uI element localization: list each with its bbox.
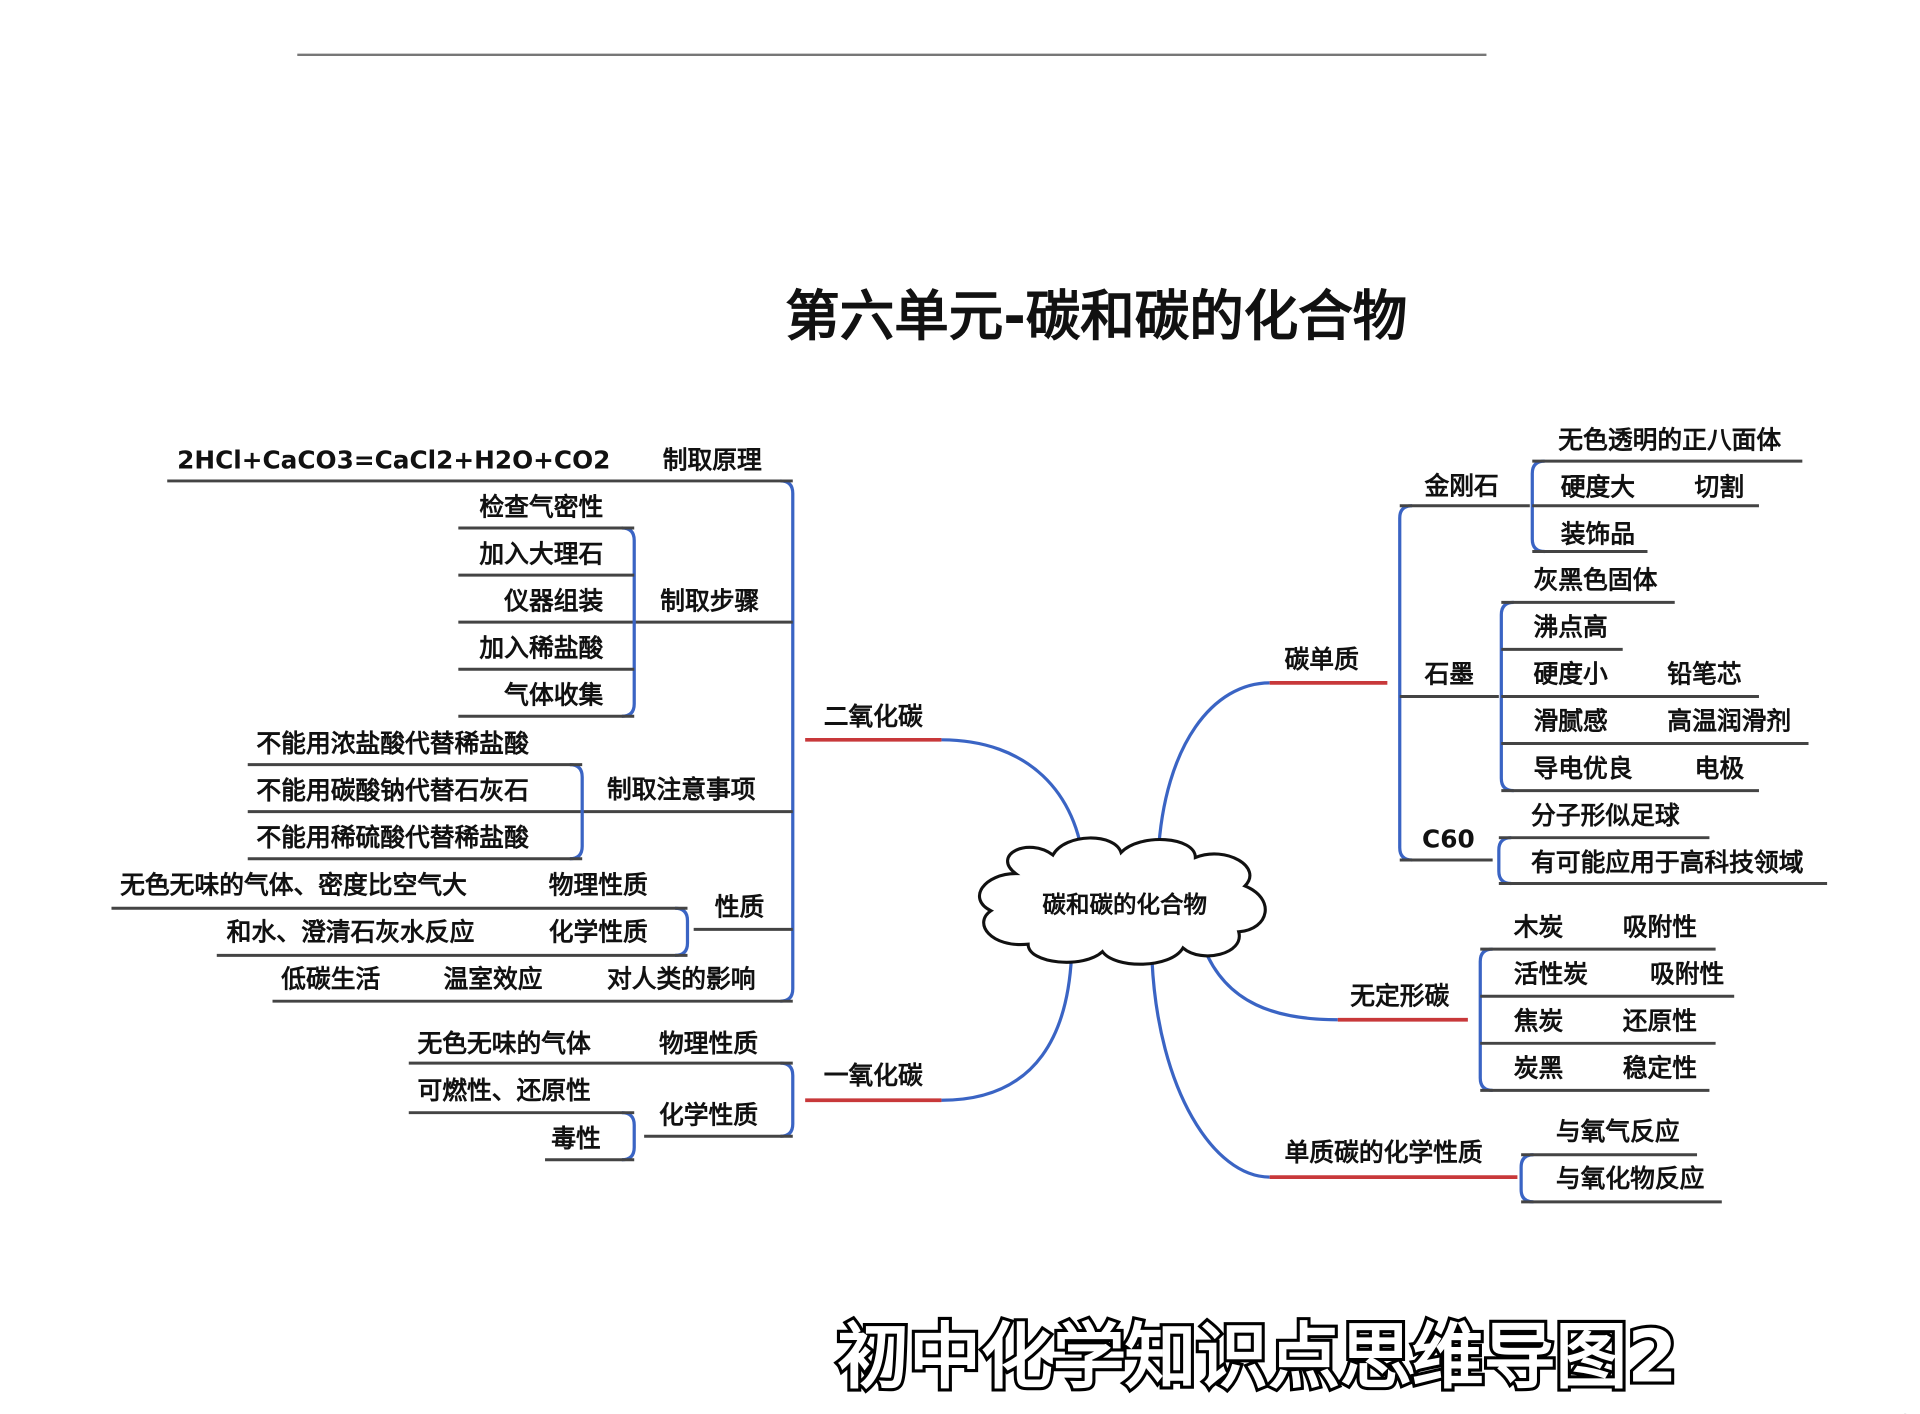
bracket bbox=[675, 906, 690, 957]
bracket bbox=[1497, 836, 1512, 886]
bracket bbox=[1398, 504, 1413, 862]
property-value: 毒性 bbox=[551, 1124, 601, 1153]
c60-item: 有可能应用于高科技领域 bbox=[1531, 848, 1804, 877]
amorphous-property: 还原性 bbox=[1623, 1007, 1697, 1036]
amorphous-property: 吸附性 bbox=[1623, 912, 1697, 941]
property-value: 无色无味的气体 bbox=[417, 1029, 591, 1058]
diamond-item: 无色透明的正八面体 bbox=[1558, 426, 1781, 455]
elemental-node: 碳单质 bbox=[1285, 645, 1360, 674]
graphite-use: 铅笔芯 bbox=[1667, 660, 1742, 689]
graphite-use: 高温润滑剂 bbox=[1667, 707, 1791, 736]
step-item: 检查气密性 bbox=[479, 492, 603, 521]
equation-text: 2HCl+CaCO3=CaCl2+H2O+CO2 bbox=[177, 445, 610, 474]
bracket bbox=[621, 1111, 636, 1162]
node-diamond: 金刚石 bbox=[1424, 471, 1499, 500]
caution-item: 不能用浓盐酸代替稀盐酸 bbox=[256, 729, 529, 758]
chemical-connector bbox=[1150, 960, 1270, 1179]
property-value: 无色无味的气体、密度比空气大 bbox=[120, 870, 467, 899]
diamond-item: 硬度大 bbox=[1561, 473, 1636, 502]
bracket bbox=[1519, 1153, 1534, 1204]
step-item: 仪器组装 bbox=[503, 587, 603, 616]
co-node: 一氧化碳 bbox=[824, 1061, 923, 1090]
chemical-item: 与氧气反应 bbox=[1556, 1117, 1680, 1146]
amorphous-item: 木炭 bbox=[1513, 912, 1564, 941]
impact-item: 温室效应 bbox=[443, 964, 542, 993]
step-item: 气体收集 bbox=[504, 681, 603, 710]
amorphous-property: 吸附性 bbox=[1650, 959, 1724, 988]
bracket bbox=[1478, 947, 1493, 1092]
amorphous-node: 无定形碳 bbox=[1350, 982, 1449, 1011]
amorphous-property: 稳定性 bbox=[1623, 1054, 1697, 1083]
property-value: 可燃性、还原性 bbox=[417, 1076, 590, 1105]
graphite-item: 沸点高 bbox=[1534, 613, 1608, 642]
diamond-use: 切割 bbox=[1695, 473, 1745, 502]
step-item: 加入大理石 bbox=[479, 540, 603, 569]
graphite-item: 硬度小 bbox=[1534, 660, 1609, 689]
bracket bbox=[780, 1061, 795, 1138]
c60-item: 分子形似足球 bbox=[1531, 801, 1680, 830]
node-properties: 性质 bbox=[715, 893, 765, 922]
node-physical: 物理性质 bbox=[549, 870, 648, 899]
node-c60: C60 bbox=[1422, 824, 1475, 853]
connector-lines bbox=[111, 459, 1828, 1204]
node-steps: 制取步骤 bbox=[660, 587, 759, 616]
node-chemical: 化学性质 bbox=[549, 917, 648, 946]
property-value: 和水、澄清石灰水反应 bbox=[227, 917, 475, 946]
caution-item: 不能用稀硫酸代替稀盐酸 bbox=[256, 823, 529, 852]
amorphous-connector bbox=[1202, 947, 1338, 1022]
graphite-item: 灰黑色固体 bbox=[1534, 566, 1658, 595]
central-cloud bbox=[978, 836, 1267, 966]
amorphous-item: 炭黑 bbox=[1514, 1054, 1564, 1083]
central-topic: 碳和碳的化合物 bbox=[1042, 891, 1207, 919]
diamond-item: 装饰品 bbox=[1561, 520, 1635, 549]
elemental-connector bbox=[1156, 681, 1270, 856]
co2-node: 二氧化碳 bbox=[824, 702, 923, 731]
node-graphite: 石墨 bbox=[1424, 660, 1475, 689]
chemical-node: 单质碳的化学性质 bbox=[1285, 1138, 1483, 1167]
node-chemical: 化学性质 bbox=[659, 1101, 758, 1130]
amorphous-item: 活性炭 bbox=[1514, 959, 1589, 988]
bracket bbox=[780, 479, 795, 1003]
node-principle: 制取原理 bbox=[663, 445, 762, 474]
co-connector bbox=[941, 956, 1074, 1102]
node-physical: 物理性质 bbox=[659, 1029, 758, 1058]
chemical-item: 与氧化物反应 bbox=[1556, 1164, 1705, 1193]
video-caption: 初中化学知识点思维导图2 bbox=[837, 1315, 1677, 1399]
graphite-item: 导电优良 bbox=[1534, 754, 1633, 783]
page-title: 第六单元-碳和碳的化合物 bbox=[785, 284, 1407, 348]
step-item: 加入稀盐酸 bbox=[479, 634, 603, 663]
amorphous-item: 焦炭 bbox=[1514, 1007, 1564, 1036]
impact-item: 低碳生活 bbox=[280, 964, 380, 993]
node-cautions: 制取注意事项 bbox=[607, 775, 756, 804]
node-impact: 对人类的影响 bbox=[607, 964, 756, 993]
graphite-item: 滑腻感 bbox=[1534, 707, 1609, 736]
graphite-use: 电极 bbox=[1695, 754, 1745, 783]
caution-item: 不能用碳酸钠代替石灰石 bbox=[256, 776, 528, 805]
